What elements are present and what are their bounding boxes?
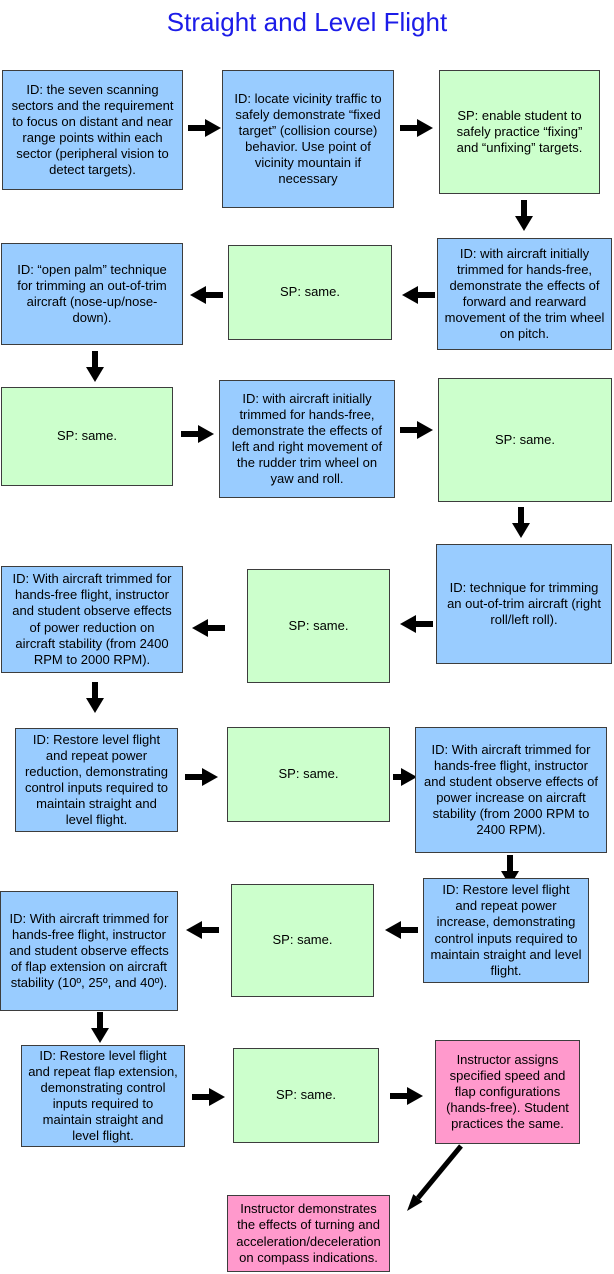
arrow-shaft — [92, 682, 98, 699]
arrow-right-icon — [393, 768, 417, 786]
arrow-shaft — [185, 774, 202, 780]
arrow-left-icon — [192, 619, 225, 637]
arrow-shaft — [393, 774, 402, 780]
arrow-head — [401, 768, 417, 786]
arrow-shaft — [92, 351, 98, 368]
arrow-left-icon — [400, 615, 433, 633]
flow-node-restore-power-increase: ID: Restore level flight and repeat powe… — [423, 878, 589, 983]
page-title: Straight and Level Flight — [166, 7, 448, 37]
arrow-shaft — [208, 625, 225, 631]
flow-node-sp-same-3: SP: same. — [438, 378, 612, 502]
arrow-diagonal-down-left-icon — [407, 1144, 463, 1211]
flow-node-sp-same-2: SP: same. — [1, 387, 173, 486]
arrow-left-icon — [402, 286, 435, 304]
flow-node-flap-extension: ID: With aircraft trimmed for hands-free… — [0, 891, 178, 1011]
flow-node-restore-power-reduction: ID: Restore level flight and repeat powe… — [15, 728, 178, 832]
arrow-head — [86, 698, 104, 713]
arrow-shaft — [521, 200, 527, 217]
arrow-shaft — [507, 855, 513, 872]
arrow-right-icon — [400, 119, 433, 137]
arrow-down-icon — [86, 682, 104, 713]
arrow-head — [400, 615, 416, 633]
arrow-head — [515, 216, 533, 231]
flow-node-sp-same-1: SP: same. — [228, 245, 392, 340]
arrow-shaft — [400, 427, 417, 433]
arrow-shaft — [202, 927, 219, 933]
arrow-right-icon — [181, 425, 214, 443]
flow-node-scanning-sectors: ID: the seven scanning sectors and the r… — [2, 70, 183, 190]
flow-node-power-increase: ID: With aircraft trimmed for hands-free… — [415, 727, 607, 853]
flow-node-sp-same-7: SP: same. — [233, 1048, 379, 1143]
arrow-down-icon — [91, 1012, 109, 1043]
arrow-head — [202, 768, 218, 786]
flow-node-sp-same-5: SP: same. — [227, 727, 390, 822]
arrow-head — [186, 921, 202, 939]
arrow-down-icon — [515, 200, 533, 231]
flow-node-open-palm: ID: “open palm” technique for trimming a… — [1, 243, 183, 345]
arrow-left-icon — [385, 921, 418, 939]
flow-node-trim-right-roll: ID: technique for trimming an out-of-tri… — [436, 544, 612, 664]
arrow-shaft — [97, 1012, 103, 1029]
flow-node-rudder-trim: ID: with aircraft initially trimmed for … — [219, 380, 395, 498]
arrow-right-icon — [390, 1087, 423, 1105]
arrow-head — [385, 921, 401, 939]
arrow-head — [209, 1088, 225, 1106]
flow-node-sp-enable-student: SP: enable student to safely practice “f… — [439, 70, 600, 194]
flow-node-instructor-assigns: Instructor assigns specified speed and f… — [435, 1040, 580, 1144]
arrow-head — [91, 1028, 109, 1043]
arrow-shaft — [400, 125, 417, 131]
flow-node-power-reduction: ID: With aircraft trimmed for hands-free… — [1, 566, 183, 673]
arrow-head — [190, 286, 206, 304]
arrow-head — [417, 119, 433, 137]
arrow-right-icon — [192, 1088, 225, 1106]
arrow-shaft — [416, 621, 433, 627]
flow-node-sp-same-6: SP: same. — [231, 884, 374, 997]
arrow-shaft — [181, 431, 198, 437]
arrow-left-icon — [186, 921, 219, 939]
flow-node-restore-flap-extension: ID: Restore level flight and repeat flap… — [21, 1045, 185, 1147]
arrow-down-icon — [86, 351, 104, 382]
arrow-head — [417, 421, 433, 439]
flow-node-trim-wheel-pitch: ID: with aircraft initially trimmed for … — [437, 238, 612, 350]
flow-node-sp-same-4: SP: same. — [247, 569, 390, 683]
arrow-down-icon — [512, 507, 530, 538]
arrow-shaft — [206, 292, 223, 298]
arrow-right-icon — [185, 768, 218, 786]
arrow-head — [205, 119, 221, 137]
arrow-right-icon — [188, 119, 221, 137]
arrow-shaft — [418, 292, 435, 298]
arrow-right-icon — [400, 421, 433, 439]
arrow-left-icon — [190, 286, 223, 304]
arrow-shaft — [401, 927, 418, 933]
arrow-head — [512, 523, 530, 538]
arrow-shaft — [390, 1093, 407, 1099]
flow-node-compass-demo: Instructor demonstrates the effects of t… — [227, 1195, 390, 1272]
arrow-shaft — [518, 507, 524, 524]
arrow-head — [192, 619, 208, 637]
arrow-head — [86, 367, 104, 382]
arrow-head — [198, 425, 214, 443]
flow-node-locate-vicinity-traffic: ID: locate vicinity traffic to safely de… — [222, 70, 394, 208]
arrow-shaft — [192, 1094, 209, 1100]
arrow-shaft — [188, 125, 205, 131]
arrow-head — [407, 1087, 423, 1105]
arrow-head — [402, 286, 418, 304]
